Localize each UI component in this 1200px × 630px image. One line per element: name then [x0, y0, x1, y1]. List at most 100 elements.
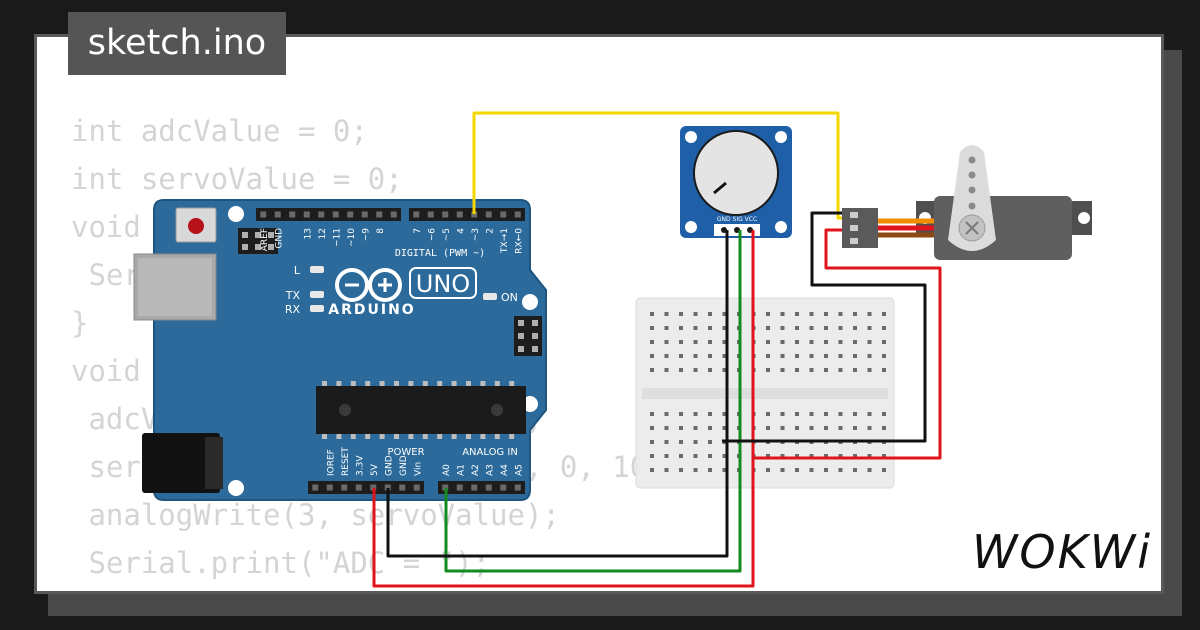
analog-pin-hole — [471, 484, 478, 491]
file-tab[interactable]: sketch.ino — [68, 12, 286, 75]
digital-label: DIGITAL (PWM ~) — [395, 248, 485, 259]
digital-pin-label: ~3 — [471, 228, 481, 241]
digital-pin-label: ~9 — [362, 228, 372, 242]
mount-hole — [522, 294, 538, 310]
analog-pin-hole — [456, 484, 463, 491]
digital-pin-label: ~11 — [333, 228, 343, 247]
digital-pin-hole — [390, 211, 397, 218]
breadboard-channel — [642, 388, 888, 399]
wire-gnd-servo — [722, 211, 927, 443]
arduino-uno[interactable]: AREF GND 13 12 ~11 ~10 ~9 8 7 ~6 ~5 4 ~3 2 TX→1 RX←0 DI… — [133, 199, 547, 501]
model-label: UNO — [416, 270, 470, 298]
model-badge — [409, 267, 477, 299]
analog-pin-hole — [442, 484, 449, 491]
digital-pin-label: 8 — [376, 228, 386, 234]
digital-pin-hole — [260, 211, 267, 218]
pot-pin-labels: GND SIG VCC — [717, 216, 757, 223]
digital-pin-label: RX←0 — [515, 228, 525, 254]
digital-pin-hole — [427, 211, 434, 218]
analog-pin-label: A3 — [486, 464, 496, 476]
digital-pin-label: ~10 — [347, 228, 357, 247]
power-pin-hole — [326, 484, 333, 491]
reset-button-cap — [188, 218, 204, 234]
mount-hole — [228, 480, 244, 496]
wire-gnd-pot — [386, 230, 729, 558]
digital-pin-label: TX→1 — [500, 228, 510, 254]
power-pin-hole — [370, 484, 377, 491]
wokwi-logo: WOKWi — [972, 525, 1152, 579]
digital-pin-label: 13 — [304, 228, 314, 239]
power-pin-label: 5V — [370, 463, 380, 476]
usb-port-inner — [138, 258, 212, 316]
digital-pin-hole — [332, 211, 339, 218]
digital-pin-hole — [303, 211, 310, 218]
power-pin-label: 3.3V — [356, 455, 366, 476]
code-line: } — [71, 306, 89, 340]
digital-pin-label: 2 — [486, 228, 496, 234]
analog-pin-hole — [514, 484, 521, 491]
led-rx — [310, 305, 324, 312]
digital-header[interactable] — [256, 208, 525, 221]
digital-pin-hole — [514, 211, 521, 218]
arduino-logo: UNO ARDUINO — [328, 267, 477, 318]
led-on — [483, 293, 497, 300]
digital-pin-hole — [347, 211, 354, 218]
power-header[interactable] — [308, 481, 424, 494]
analog-label: ANALOG IN — [462, 447, 518, 458]
code-line: int adcValue = 0; — [71, 114, 368, 148]
analog-pin-label: A4 — [500, 464, 510, 476]
led-rx-label: RX — [285, 303, 301, 316]
code-line: int servoValue = 0; — [71, 162, 403, 196]
power-jack-rim — [205, 437, 223, 489]
digital-pin-hole — [318, 211, 325, 218]
digital-pin-hole — [274, 211, 281, 218]
analog-pin-hole — [485, 484, 492, 491]
led-l-label: L — [294, 264, 301, 277]
analog-pin-hole — [500, 484, 507, 491]
digital-pin-hole — [500, 211, 507, 218]
power-pin-label: GND — [399, 455, 409, 476]
analog-header[interactable] — [438, 481, 525, 494]
power-pin-label: IOREF — [327, 449, 337, 476]
brand-label: ARDUINO — [328, 302, 415, 318]
power-label: POWER — [387, 447, 424, 458]
digital-pin-label: GND — [275, 228, 285, 249]
digital-pin-hole — [442, 211, 449, 218]
power-pin-label: GND — [385, 455, 395, 476]
servo-motor[interactable] — [916, 145, 1092, 260]
analog-pin-label: A1 — [457, 464, 467, 476]
digital-pin-label: 12 — [318, 228, 328, 239]
digital-pin-hole — [289, 211, 296, 218]
led-l — [310, 266, 324, 273]
power-pin-hole — [413, 484, 420, 491]
led-tx — [310, 291, 324, 298]
pot-knob[interactable] — [693, 130, 779, 216]
icsp-header-right — [514, 316, 542, 356]
code-line: Serial.print("ADC = "); — [71, 546, 491, 580]
digital-pin-label: 4 — [457, 228, 467, 234]
screw-icon — [965, 221, 979, 235]
led-indicators: L TX RX ON — [285, 264, 518, 316]
wire-vcc-pot — [372, 230, 755, 588]
mount-hole — [228, 206, 244, 222]
digital-pin-label: ~5 — [442, 228, 452, 241]
power-pin-label: Vin — [414, 462, 424, 476]
pot-knob-indicator — [713, 181, 727, 195]
analog-pin-label: A2 — [471, 464, 481, 476]
code-line: analogWrite(3, servoValue); — [71, 498, 560, 532]
digital-pin-hole — [456, 211, 463, 218]
power-pin-hole — [384, 484, 391, 491]
digital-pin-labels: AREF GND 13 12 ~11 ~10 ~9 8 7 ~6 ~5 4 ~3 2 TX→1 RX←0 — [260, 228, 525, 254]
microcontroller-chip — [316, 381, 526, 439]
infinity-icon — [335, 268, 402, 302]
potentiometer[interactable]: GND SIG VCC — [680, 126, 792, 238]
digital-pin-label: ~6 — [428, 228, 438, 242]
wires — [372, 111, 942, 588]
digital-pin-label: 7 — [413, 228, 423, 234]
digital-pin-label: AREF — [260, 228, 270, 251]
digital-pin-hole — [361, 211, 368, 218]
power-pin-hole — [341, 484, 348, 491]
icsp-header-left — [238, 228, 278, 254]
